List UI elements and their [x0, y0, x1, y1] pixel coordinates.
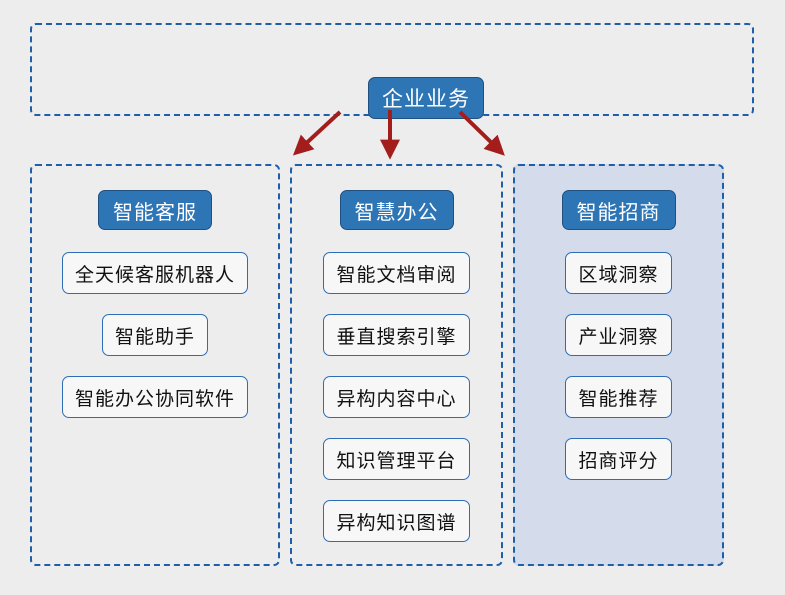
branch-header-2[interactable]: 智能招商	[561, 190, 676, 230]
branch-item[interactable]: 全天候客服机器人	[61, 252, 248, 294]
branch-column-customer-service: 智能客服 全天候客服机器人 智能助手 智能办公协同软件	[30, 164, 280, 566]
arrow-to-left-branch	[292, 110, 342, 156]
branch-item[interactable]: 智能推荐	[565, 376, 672, 418]
branch-item[interactable]: 招商评分	[565, 438, 672, 480]
branch-header-0[interactable]: 智能客服	[98, 190, 212, 230]
branch-item[interactable]: 产业洞察	[565, 314, 672, 356]
branch-item[interactable]: 智能办公协同软件	[61, 376, 248, 418]
branch-column-smart-office: 智慧办公 智能文档审阅 垂直搜索引擎 异构内容中心 知识管理平台 异构知识图谱	[290, 164, 503, 566]
branch-header-1[interactable]: 智慧办公	[339, 190, 454, 230]
branch-item[interactable]: 异构知识图谱	[323, 500, 470, 542]
branch-item[interactable]: 智能文档审阅	[323, 252, 470, 294]
branch-item[interactable]: 异构内容中心	[323, 376, 470, 418]
branch-item[interactable]: 知识管理平台	[323, 438, 470, 480]
branch-item[interactable]: 区域洞察	[565, 252, 672, 294]
branch-item[interactable]: 智能助手	[101, 314, 208, 356]
root-container: 企业业务	[30, 23, 754, 119]
root-node-enterprise-business[interactable]: 企业业务	[368, 77, 484, 119]
branch-item[interactable]: 垂直搜索引擎	[323, 314, 470, 356]
branch-column-investment-promotion: 智能招商 区域洞察 产业洞察 智能推荐 招商评分	[513, 164, 724, 566]
